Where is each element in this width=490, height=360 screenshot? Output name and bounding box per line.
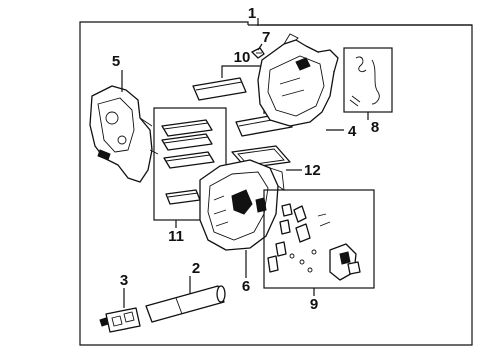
- callout-10: 10: [234, 49, 251, 66]
- callout-5: 5: [112, 53, 120, 70]
- part-7-clip: [251, 47, 265, 59]
- callout-7: 7: [262, 29, 270, 46]
- part-9-small-parts: [267, 203, 361, 281]
- part-11-filter-set: [161, 119, 215, 205]
- part-6-lower-case: [199, 159, 285, 251]
- callout-3: 3: [120, 272, 128, 289]
- callout-8: 8: [371, 119, 379, 136]
- callout-9: 9: [310, 296, 318, 313]
- part-9-frame: [263, 189, 375, 289]
- callout-1: 1: [248, 5, 256, 22]
- leader-7: [257, 43, 263, 51]
- callout-4: 4: [348, 123, 357, 140]
- part-2-cylinder: [145, 285, 226, 323]
- part-3-connector: [99, 307, 141, 333]
- part-8-hose-kit: [349, 56, 380, 107]
- part-5-left-duct-housing: [89, 85, 159, 183]
- callout-6: 6: [242, 278, 250, 295]
- callout-11: 11: [168, 228, 184, 245]
- callout-12: 12: [304, 162, 321, 179]
- part-4-upper-case: [257, 33, 339, 127]
- part-11-frame: [153, 107, 227, 221]
- callout-2: 2: [192, 260, 200, 277]
- part-8-frame: [343, 47, 393, 113]
